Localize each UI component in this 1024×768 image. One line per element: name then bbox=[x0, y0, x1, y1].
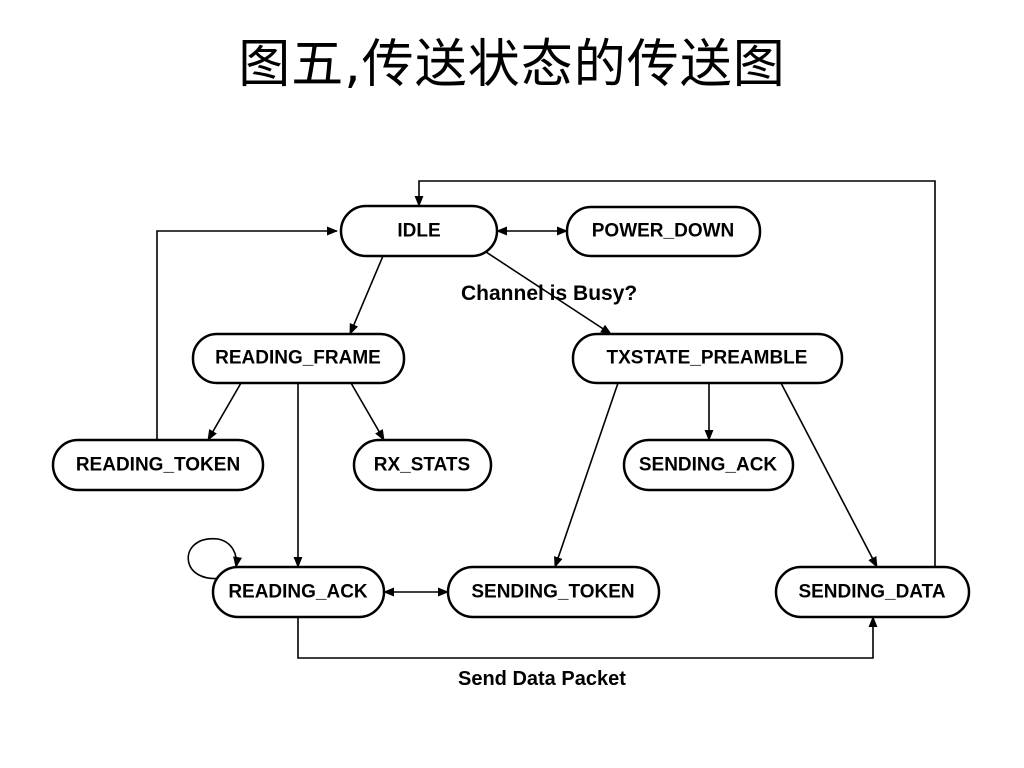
state-reading-frame: READING_FRAME bbox=[191, 332, 406, 385]
state-power-down: POWER_DOWN bbox=[565, 205, 762, 258]
state-sending-token-label: SENDING_TOKEN bbox=[471, 582, 634, 603]
state-txstate-preamble-label: TXSTATE_PREAMBLE bbox=[607, 348, 808, 369]
state-sending-ack: SENDING_ACK bbox=[622, 438, 795, 492]
edge-idle-reading-frame bbox=[349, 255, 384, 336]
edge-reading-frame-rx-stats bbox=[350, 382, 385, 441]
edge-reading-frame-reading-token bbox=[207, 382, 242, 441]
state-reading-token: READING_TOKEN bbox=[51, 438, 265, 492]
edge-sending-data-idle bbox=[414, 180, 936, 567]
state-rx-stats-label: RX_STATS bbox=[374, 455, 470, 476]
edges bbox=[156, 180, 936, 659]
edge-idle-txstate-preamble bbox=[482, 249, 612, 335]
state-sending-token: SENDING_TOKEN bbox=[446, 565, 661, 619]
edge-reading-token-idle bbox=[156, 226, 339, 440]
edge-txstate-sending-token bbox=[554, 382, 619, 569]
state-idle: IDLE bbox=[339, 204, 499, 258]
state-reading-ack: READING_ACK bbox=[211, 565, 386, 619]
state-power-down-label: POWER_DOWN bbox=[592, 221, 735, 242]
state-txstate-preamble: TXSTATE_PREAMBLE bbox=[571, 332, 844, 385]
state-reading-ack-label: READING_ACK bbox=[228, 582, 368, 603]
state-reading-token-label: READING_TOKEN bbox=[76, 455, 240, 476]
state-rx-stats: RX_STATS bbox=[352, 438, 493, 492]
edge-reading-ack-sending-data bbox=[297, 615, 878, 659]
label-channel-busy: Channel is Busy? bbox=[461, 282, 637, 305]
state-idle-label: IDLE bbox=[397, 221, 440, 242]
edge-reading-ack-self-loop bbox=[187, 538, 242, 580]
state-sending-data-label: SENDING_DATA bbox=[798, 582, 945, 603]
state-sending-ack-label: SENDING_ACK bbox=[639, 455, 778, 476]
edge-txstate-sending-data bbox=[780, 382, 878, 568]
label-send-data-packet: Send Data Packet bbox=[458, 668, 626, 690]
page-title: 图五,传送状态的传送图 bbox=[238, 35, 786, 95]
state-sending-data: SENDING_DATA bbox=[774, 565, 971, 619]
state-reading-frame-label: READING_FRAME bbox=[215, 348, 381, 369]
